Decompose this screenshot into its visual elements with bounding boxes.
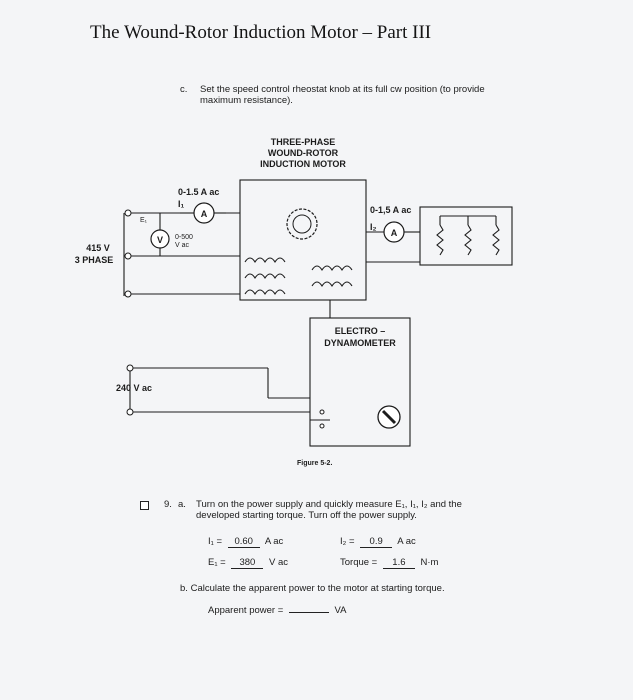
i1-label: I₁ = (208, 536, 223, 547)
ammeter-i2-range: 0-1,5 A ac (370, 205, 411, 215)
dynamometer-label-2: DYNAMOMETER (324, 338, 396, 348)
question-9b: b. Calculate the apparent power to the m… (180, 583, 445, 594)
ammeter-i2-sub: I₂ (370, 222, 377, 232)
motor-label-3: INDUCTION MOTOR (260, 159, 346, 169)
torque-value[interactable]: 1.6 (382, 557, 415, 569)
e1-label: E₁ (140, 217, 148, 224)
question-9-part-b: b. (180, 583, 188, 594)
voltmeter-icon: V (150, 229, 170, 249)
torque-unit: N·m (420, 557, 439, 568)
ammeter-i2-symbol: A (391, 228, 398, 238)
motor-label-2: WOUND-ROTOR (268, 148, 339, 158)
i2-label: I₂ = (340, 536, 355, 547)
apparent-power-answer: Apparent power = VA (208, 603, 347, 616)
i2-value[interactable]: 0.9 (360, 536, 393, 548)
i1-unit: A ac (264, 536, 284, 547)
i1-value[interactable]: 0.60 (227, 536, 260, 548)
rotor-icon (286, 208, 318, 240)
torque-label: Torque = (340, 557, 378, 568)
e1-measure-label: E₁ = (208, 557, 226, 568)
ammeter-i1-sub: I₁ (178, 199, 185, 209)
apparent-power-unit: VA (334, 605, 347, 616)
step-c-label: c. (180, 84, 188, 95)
ammeter-i1-icon: A (193, 202, 215, 224)
question-9a-text: Turn on the power supply and quickly mea… (196, 499, 462, 521)
rheostat-box (419, 206, 513, 266)
e1-unit: V ac (269, 557, 289, 568)
e1-measurement: E₁ = 380 V ac (208, 557, 288, 569)
dynamometer-label-1: ELECTRO – (335, 326, 386, 336)
i2-unit: A ac (397, 536, 416, 547)
dc-supply-label: 240 V ac (116, 383, 152, 393)
e1-value[interactable]: 380 (231, 557, 264, 569)
dynamometer-knob-icon (377, 405, 401, 429)
apparent-power-label: Apparent power = (208, 605, 284, 616)
step-c-text: Set the speed control rheostat knob at i… (200, 84, 485, 106)
supply-phase: 3 PHASE (75, 255, 114, 265)
voltmeter-range-1: 0-500 (175, 234, 193, 241)
supply-voltage: 415 V (86, 243, 110, 253)
motor-box (239, 179, 367, 301)
question-9-part-a: a. (178, 499, 186, 510)
page-title: The Wound-Rotor Induction Motor – Part I… (90, 22, 432, 43)
ammeter-i2-icon: A (383, 221, 405, 243)
question-9-checkbox[interactable] (140, 501, 149, 510)
dynamometer-box (309, 317, 411, 447)
question-9b-text: Calculate the apparent power to the moto… (190, 583, 445, 594)
i1-measurement: I₁ = 0.60 A ac (208, 536, 283, 548)
torque-measurement: Torque = 1.6 N·m (340, 557, 438, 569)
figure-caption: Figure 5-2. (297, 460, 333, 467)
ammeter-i1-range: 0-1.5 A ac (178, 187, 219, 197)
voltmeter-symbol: V (157, 235, 163, 245)
question-9-number: 9. (164, 499, 172, 510)
voltmeter-range-2: V ac (175, 242, 190, 249)
motor-label-1: THREE-PHASE (271, 137, 336, 147)
i2-measurement: I₂ = 0.9 A ac (340, 536, 416, 548)
apparent-power-field[interactable] (288, 603, 329, 613)
ammeter-i1-symbol: A (201, 209, 208, 219)
